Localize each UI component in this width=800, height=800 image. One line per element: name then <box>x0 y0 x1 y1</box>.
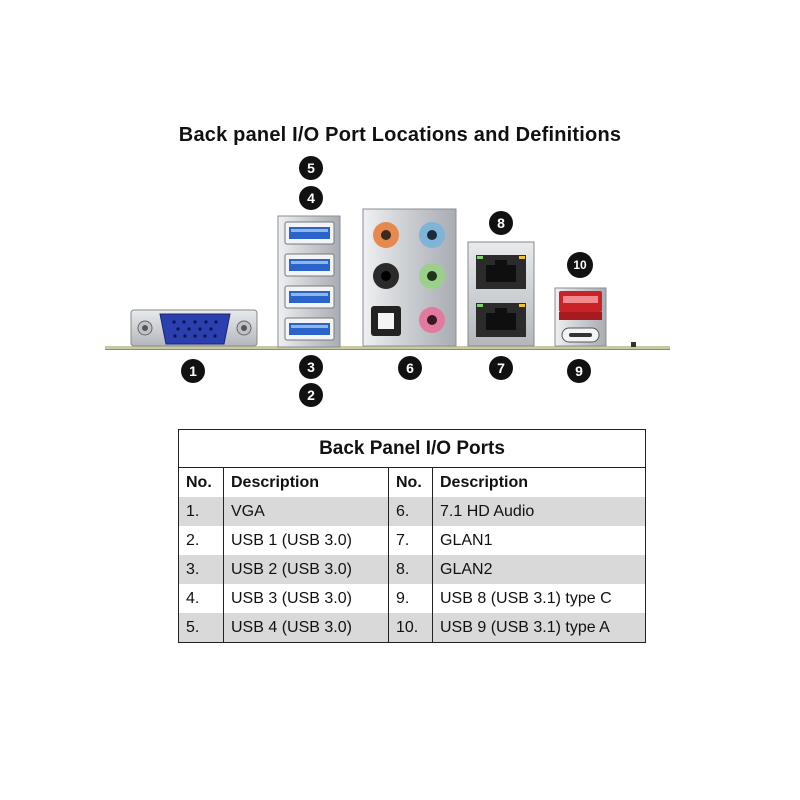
row-description: GLAN2 <box>432 555 646 584</box>
usb3-stack <box>277 215 341 348</box>
svg-text:8: 8 <box>497 215 505 231</box>
board-edge <box>105 346 670 350</box>
row-description: USB 9 (USB 3.1) type A <box>432 613 646 643</box>
table-row: 4. USB 3 (USB 3.0) 9. USB 8 (USB 3.1) ty… <box>179 584 646 613</box>
header-description-left: Description <box>223 467 389 497</box>
callout-6: 6 <box>398 356 422 380</box>
row-description: GLAN1 <box>432 526 646 555</box>
row-description: USB 2 (USB 3.0) <box>223 555 389 584</box>
row-description: 7.1 HD Audio <box>432 497 646 526</box>
callout-7: 7 <box>489 356 513 380</box>
svg-text:10: 10 <box>573 258 587 272</box>
callout-4: 4 <box>299 186 323 210</box>
svg-text:9: 9 <box>575 363 583 379</box>
row-number: 6. <box>388 497 433 526</box>
svg-text:6: 6 <box>406 360 414 376</box>
svg-text:2: 2 <box>307 387 315 403</box>
row-description: VGA <box>223 497 389 526</box>
callout-3: 3 <box>299 355 323 379</box>
row-number: 5. <box>178 613 224 643</box>
row-number: 3. <box>178 555 224 584</box>
row-number: 9. <box>388 584 433 613</box>
header-no-right: No. <box>388 467 433 497</box>
row-number: 2. <box>186 531 200 549</box>
table-row: 1. VGA 6. 7.1 HD Audio <box>178 497 646 526</box>
callout-8: 8 <box>489 211 513 235</box>
table-row: 5. USB 4 (USB 3.0) 10. USB 9 (USB 3.1) t… <box>178 613 646 643</box>
usb31-stack <box>554 287 636 347</box>
row-description: USB 8 (USB 3.1) type C <box>432 584 646 613</box>
svg-text:5: 5 <box>307 160 315 176</box>
header-no-left: No. <box>186 473 212 491</box>
row-description: USB 1 (USB 3.0) <box>223 526 389 555</box>
row-number: 10. <box>388 613 433 643</box>
table-caption: Back Panel I/O Ports <box>178 429 646 468</box>
callout-1: 1 <box>181 359 205 383</box>
vga-port <box>130 309 258 347</box>
ports-table: Back Panel I/O Ports No. Description No.… <box>178 429 646 643</box>
callout-10: 10 <box>567 252 593 278</box>
row-description: USB 3 (USB 3.0) <box>223 584 389 613</box>
header-description-right: Description <box>432 467 646 497</box>
callout-2: 2 <box>299 383 323 407</box>
svg-text:4: 4 <box>307 190 315 206</box>
callout-9: 9 <box>567 359 591 383</box>
io-panel-diagram: 1 2 3 4 5 6 7 8 9 10 <box>105 156 670 407</box>
table-row: 2. USB 1 (USB 3.0) 7. GLAN1 <box>179 526 646 555</box>
row-number: 1. <box>178 497 224 526</box>
callout-5: 5 <box>299 156 323 180</box>
svg-text:1: 1 <box>189 363 197 379</box>
audio-jacks <box>362 208 457 347</box>
row-number: 8. <box>388 555 433 584</box>
table-row: 3. USB 2 (USB 3.0) 8. GLAN2 <box>178 555 646 584</box>
svg-text:3: 3 <box>307 359 315 375</box>
lan-stack <box>467 241 535 347</box>
row-number: 7. <box>388 526 433 555</box>
row-description: USB 4 (USB 3.0) <box>223 613 389 643</box>
page-title: Back panel I/O Port Locations and Defini… <box>178 124 622 146</box>
svg-text:7: 7 <box>497 360 505 376</box>
row-number: 4. <box>186 589 200 607</box>
